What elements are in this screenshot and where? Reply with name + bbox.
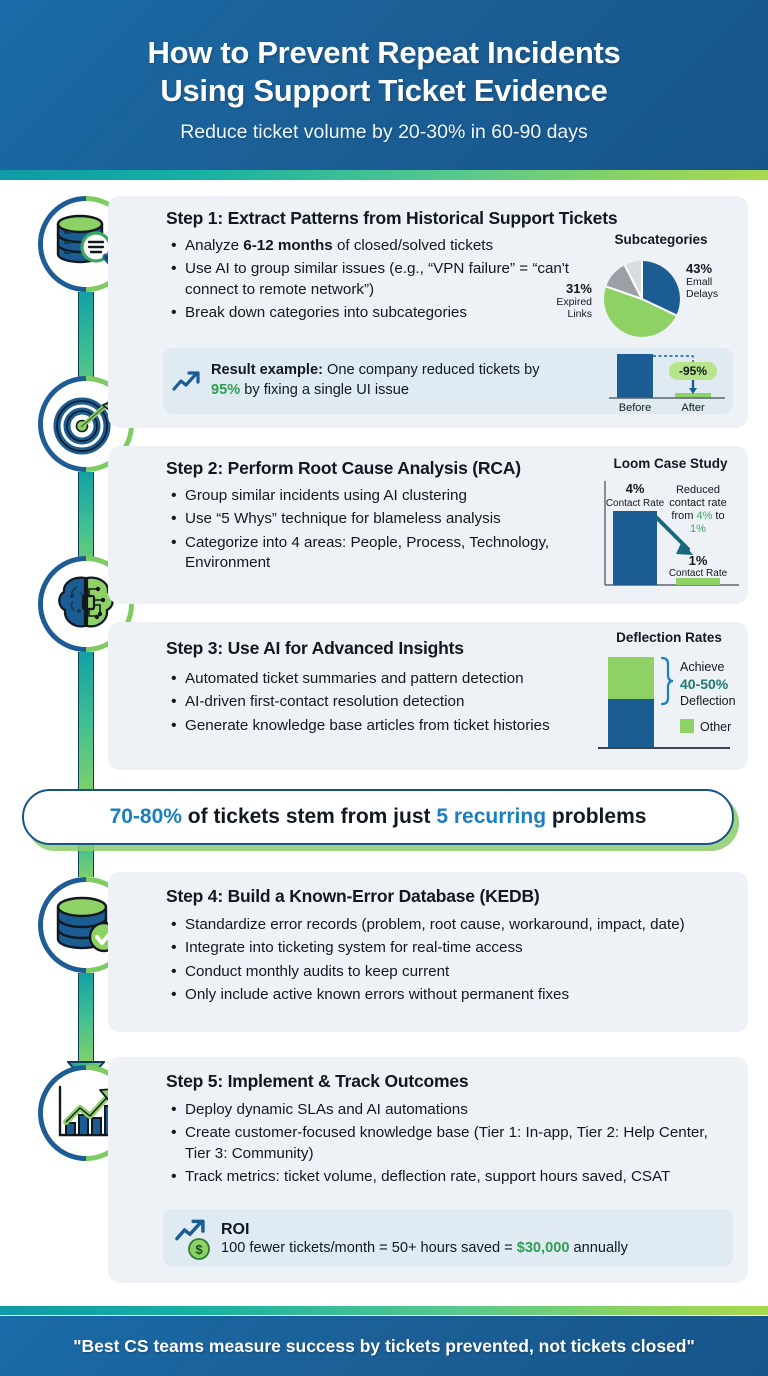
roi-box: $ ROI 100 fewer tickets/month = 50+ hour…	[163, 1209, 733, 1267]
svg-text:$: $	[195, 1242, 203, 1257]
step-bullets-1: Analyze 6-12 months of closed/solved tic…	[166, 235, 596, 324]
connector-line-3	[78, 652, 94, 792]
list-item: Automated ticket summaries and pattern d…	[166, 668, 636, 690]
page-subtitle: Reduce ticket volume by 20-30% in 60-90 …	[180, 120, 588, 143]
svg-text:1%: 1%	[689, 553, 708, 568]
deflection-chart-svg: Achieve 40-50% Deflection Other	[598, 656, 736, 749]
trend-up-icon	[163, 369, 211, 393]
step-title-5: Step 5: Implement & Track Outcomes	[166, 1071, 469, 1091]
roi-text-1: 100 fewer tickets/month = 50+ hours save…	[221, 1239, 517, 1256]
step-bullets-2: Group similar incidents using AI cluster…	[166, 485, 586, 574]
chart-deflection-rates: Deflection Rates Achieve 40-50% Deflecti…	[594, 630, 744, 764]
list-item: Categorize into 4 areas: People, Process…	[166, 532, 586, 574]
svg-text:Contact Rate: Contact Rate	[669, 568, 728, 579]
highlight-banner: 70-80% of tickets stem from just 5 recur…	[22, 789, 734, 845]
step-card-1: Step 1: Extract Patterns from Historical…	[108, 196, 748, 428]
dollar-coin-icon: $	[188, 1238, 210, 1260]
svg-text:from 4% to: from 4% to	[671, 510, 724, 522]
step-card-5: Step 5: Implement & Track Outcomes Deplo…	[108, 1057, 748, 1283]
list-item: Generate knowledge base articles from ti…	[166, 715, 636, 737]
svg-text:Reduced: Reduced	[676, 484, 720, 496]
chart-title: Subcategories	[614, 232, 708, 247]
list-item: AI-driven first-contact resolution detec…	[166, 691, 636, 713]
list-item: Track metrics: ticket volume, deflection…	[166, 1166, 731, 1188]
result-highlight: 95%	[211, 382, 241, 398]
page-title-line2: Using Support Ticket Evidence	[160, 73, 608, 108]
pie-label-right: 43% Emall Delays	[686, 261, 719, 301]
svg-text:Before: Before	[619, 402, 651, 414]
step-title-3: Step 3: Use AI for Advanced Insights	[166, 638, 464, 658]
svg-text:1%: 1%	[690, 523, 706, 535]
step-bullets-4: Standardize error records (problem, root…	[166, 914, 726, 1006]
result-example-text: Result example: One company reduced tick…	[211, 361, 603, 400]
highlight-text: 70-80% of tickets stem from just 5 recur…	[110, 805, 647, 829]
result-text-1: One company reduced tickets by	[322, 362, 540, 379]
highlight-tail: problems	[546, 805, 647, 828]
list-item: Standardize error records (problem, root…	[166, 914, 726, 936]
highlight-stat: 70-80%	[109, 805, 182, 828]
chart-loom-case-study: Loom Case Study 4% Contact Rate Reduced …	[598, 456, 743, 598]
step-card-4: Step 4: Build a Known-Error Database (KE…	[108, 872, 748, 1032]
svg-text:Contact Rate: Contact Rate	[606, 498, 665, 509]
step-card-2: Step 2: Perform Root Cause Analysis (RCA…	[108, 446, 748, 604]
step-title-2: Step 2: Perform Root Cause Analysis (RCA…	[166, 458, 521, 478]
svg-text:4%: 4%	[626, 481, 645, 496]
highlight-mid: of tickets stem from just	[181, 805, 437, 828]
pie-chart-subcategories: Subcategories	[556, 232, 744, 345]
result-example-box: Result example: One company reduced tick…	[163, 348, 733, 414]
trend-up-icon	[175, 1219, 205, 1241]
pie-label-left: 31% Expired Links	[556, 281, 592, 321]
list-item: Use “5 Whys” technique for blameless ana…	[166, 508, 586, 530]
chart-title: Loom Case Study	[613, 456, 728, 471]
svg-text:-95%: -95%	[679, 364, 707, 378]
list-item: Conduct monthly audits to keep current	[166, 961, 726, 983]
step-bullets-3: Automated ticket summaries and pattern d…	[166, 668, 636, 737]
step-card-3: Step 3: Use AI for Advanced Insights Aut…	[108, 622, 748, 770]
bar-chart-before-after: -95% Before After	[603, 348, 733, 414]
list-item: Break down categories into subcategories	[166, 302, 596, 324]
list-item: Analyze 6-12 months of closed/solved tic…	[166, 235, 596, 257]
roi-detail: 100 fewer tickets/month = 50+ hours save…	[221, 1240, 727, 1256]
pie-svg	[604, 261, 680, 337]
page-header: How to Prevent Repeat Incidents Using Su…	[0, 0, 768, 170]
step-bullets-5: Deploy dynamic SLAs and AI automations C…	[166, 1099, 731, 1188]
list-item: Create customer-focused knowledge base (…	[166, 1122, 731, 1164]
chart-title: Deflection Rates	[616, 630, 722, 645]
roi-text-block: ROI 100 fewer tickets/month = 50+ hours …	[221, 1221, 733, 1256]
footer-quote: "Best CS teams measure success by ticket…	[73, 1335, 695, 1356]
roi-text-2: annually	[569, 1239, 628, 1256]
step-title-4: Step 4: Build a Known-Error Database (KE…	[166, 886, 540, 906]
header-divider	[0, 170, 768, 180]
before-after-svg: -95% Before After	[609, 354, 725, 414]
roi-amount: $30,000	[516, 1239, 570, 1256]
footer-divider	[0, 1306, 768, 1315]
loom-chart-svg: 4% Contact Rate Reduced contact rate fro…	[604, 481, 739, 586]
svg-text:Other: Other	[700, 720, 731, 734]
list-item: Use AI to group similar issues (e.g., “V…	[166, 258, 596, 300]
list-item: Deploy dynamic SLAs and AI automations	[166, 1099, 731, 1121]
svg-text:40-50%: 40-50%	[680, 676, 729, 692]
page-footer: "Best CS teams measure success by ticket…	[0, 1316, 768, 1376]
svg-text:contact rate: contact rate	[669, 497, 726, 509]
highlight-count: 5 recurring	[436, 805, 547, 828]
step-title-1: Step 1: Extract Patterns from Historical…	[166, 208, 618, 228]
roi-title: ROI	[221, 1220, 250, 1238]
svg-text:After: After	[681, 402, 705, 414]
list-item: Only include active known errors without…	[166, 984, 726, 1006]
svg-text:Achieve: Achieve	[680, 660, 725, 674]
list-item: Integrate into ticketing system for real…	[166, 937, 726, 959]
svg-text:Deflection: Deflection	[680, 694, 736, 708]
roi-icons: $	[163, 1209, 221, 1267]
page-title: How to Prevent Repeat Incidents Using Su…	[147, 34, 620, 110]
step-node-3[interactable]	[38, 556, 134, 652]
result-label: Result example:	[211, 362, 323, 379]
list-item: Group similar incidents using AI cluster…	[166, 485, 586, 507]
page-title-line1: How to Prevent Repeat Incidents	[147, 35, 621, 71]
result-text-2: by fixing a single UI issue	[240, 382, 409, 398]
